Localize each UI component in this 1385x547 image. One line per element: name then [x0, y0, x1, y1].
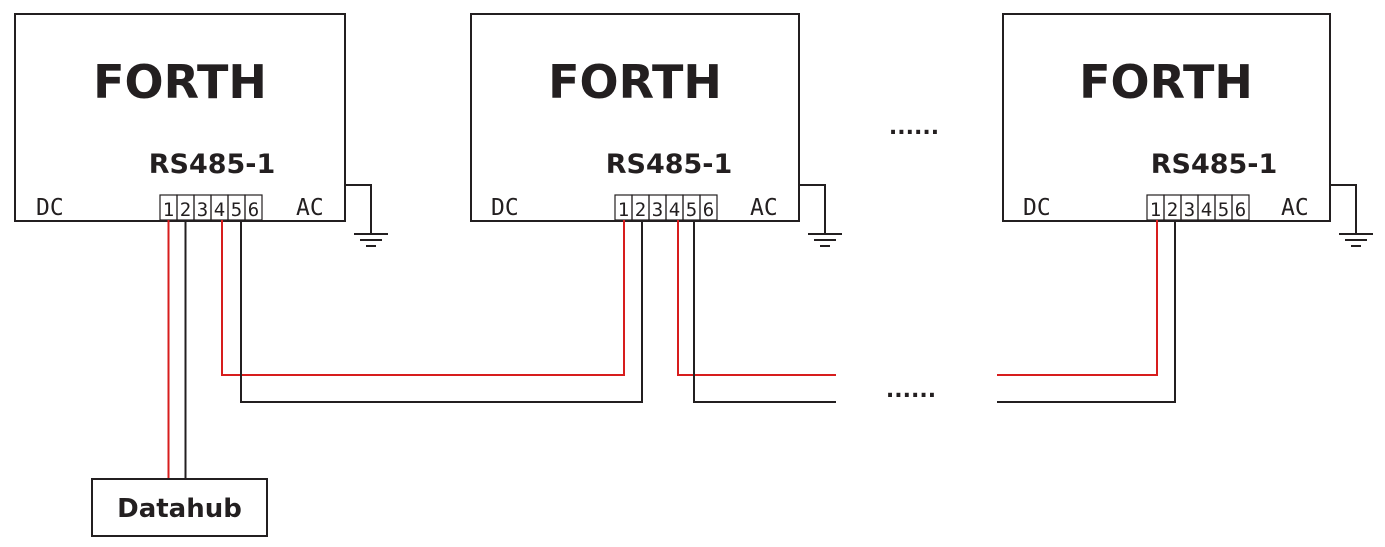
device-1-dc-label: DC	[36, 195, 64, 221]
device-2-ac-label: AC	[750, 195, 778, 221]
device-2-port-label: RS485-1	[606, 149, 733, 180]
device-1-pin-2: 2	[180, 199, 191, 221]
device-3-pin-1: 1	[1150, 199, 1161, 221]
wire-d2-out-red	[677, 220, 836, 376]
device-1-box	[14, 13, 346, 222]
device-2-pin-5: 5	[686, 199, 697, 221]
device-1-pin-1: 1	[163, 199, 174, 221]
device-1-pin-box	[244, 194, 263, 221]
device-2-pin-3: 3	[652, 199, 663, 221]
device-3-pin-6: 6	[1235, 199, 1246, 221]
device-3-pin-2: 2	[1167, 199, 1178, 221]
device-1: FORTH RS485-1 DC AC 1 2 3 4 5 6	[14, 13, 388, 247]
device-2-title: FORTH	[548, 55, 722, 109]
device-1-ac-label: AC	[296, 195, 324, 221]
ellipsis-devices: ......	[889, 115, 939, 140]
device-3-ac-label: AC	[1281, 195, 1309, 221]
device-1-port-label: RS485-1	[149, 149, 276, 180]
datahub: Datahub	[91, 478, 268, 537]
datahub-box	[91, 478, 268, 537]
device-2-pin-6: 6	[703, 199, 714, 221]
device-2-pin-4: 4	[669, 199, 680, 221]
datahub-label: Datahub	[117, 494, 242, 524]
device-3-box	[1002, 13, 1331, 222]
wire-d1-d2-black	[240, 220, 643, 403]
device-1-pin-6: 6	[248, 199, 259, 221]
device-2-pin-1: 1	[618, 199, 629, 221]
wire-d2-out-black	[693, 220, 836, 403]
device-3-terminal-block: 1 2 3 4 5 6	[1146, 194, 1250, 221]
device-2-dc-label: DC	[491, 195, 519, 221]
wire-d1-d2-red	[221, 220, 625, 376]
device-3: FORTH RS485-1 DC AC 1 2 3 4 5 6	[1002, 13, 1373, 247]
ground-icon	[345, 184, 388, 247]
device-3-pin-box	[1231, 194, 1250, 221]
device-1-terminal-block: 1 2 3 4 5 6	[159, 194, 263, 221]
ellipsis-wires: ......	[886, 378, 936, 403]
device-3-dc-label: DC	[1023, 195, 1051, 221]
device-3-pin-3: 3	[1184, 199, 1195, 221]
device-3-pin-4: 4	[1201, 199, 1212, 221]
wire-d3-in-red	[997, 220, 1158, 376]
device-2-pin-box	[699, 194, 718, 221]
ground-icon	[1330, 184, 1373, 247]
device-1-pin-3: 3	[197, 199, 208, 221]
ground-icon	[799, 184, 842, 247]
wire-d3-in-black	[997, 220, 1176, 403]
device-3-pin-5: 5	[1218, 199, 1229, 221]
wires	[167, 220, 1176, 479]
device-2-pin-2: 2	[635, 199, 646, 221]
device-1-title: FORTH	[93, 55, 267, 109]
device-2-box	[470, 13, 800, 222]
device-2: FORTH RS485-1 DC AC 1 2 3 4 5 6	[470, 13, 842, 247]
device-3-title: FORTH	[1079, 55, 1253, 109]
device-2-terminal-block: 1 2 3 4 5 6	[614, 194, 718, 221]
device-3-port-label: RS485-1	[1151, 149, 1278, 180]
device-1-pin-5: 5	[231, 199, 242, 221]
device-1-pin-4: 4	[214, 199, 225, 221]
